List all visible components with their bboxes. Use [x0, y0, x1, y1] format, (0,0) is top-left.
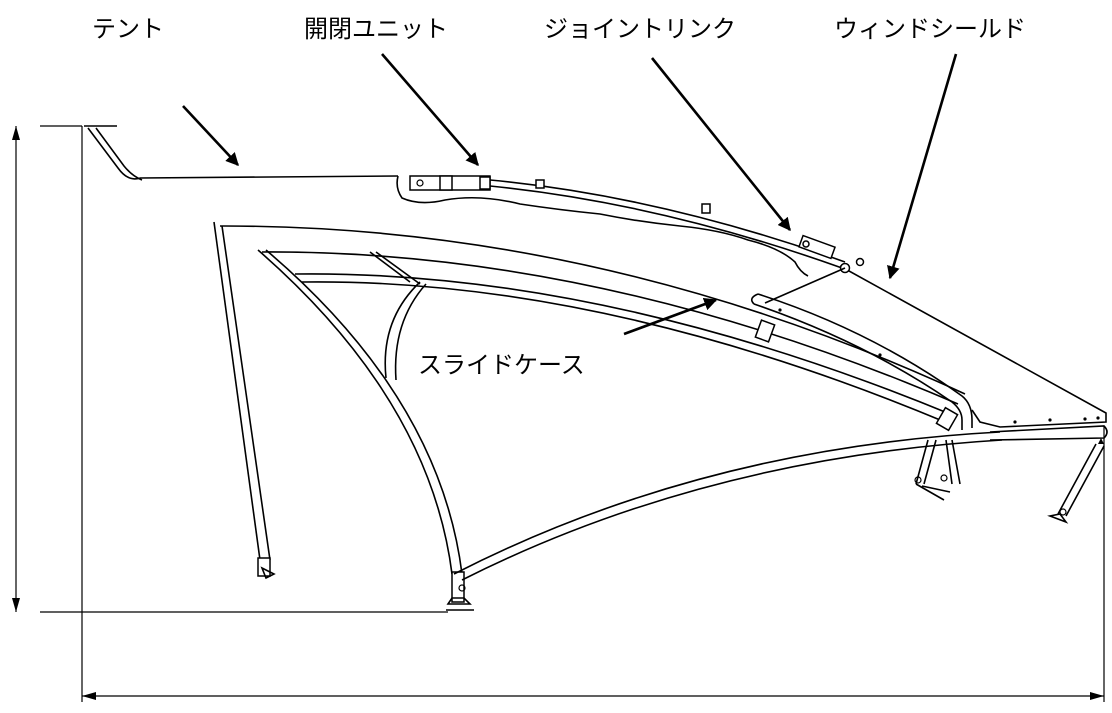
label-joint-link: ジョイントリンク: [544, 15, 736, 43]
label-tent: テント: [92, 15, 164, 43]
lower-arch: [453, 425, 1108, 581]
windshield-arrow: [887, 53, 958, 280]
main-arch: [219, 225, 966, 423]
front-arc-leg: [257, 249, 474, 611]
tent-panel: [84, 125, 809, 277]
opening-unit-arrow: [381, 53, 479, 166]
windshield-panel: [839, 265, 1107, 428]
right-supports: [914, 438, 1105, 524]
opening-unit: [409, 175, 711, 214]
height-dimension: [12, 125, 448, 613]
bracing: [369, 251, 427, 381]
callout-arrows: [182, 53, 958, 336]
rear-leg: [213, 221, 276, 580]
tent-arrow: [182, 105, 239, 166]
label-windshield: ウィンドシールド: [834, 15, 1026, 43]
label-slide-case: スライドケース: [418, 351, 585, 379]
joint-link: [764, 234, 865, 304]
slide-case-arrow: [623, 297, 718, 336]
width-dimension: [81, 126, 1105, 702]
label-opening-unit: 開閉ユニット: [304, 15, 448, 43]
joint-link-arrow: [650, 57, 792, 232]
slide-case: [750, 293, 973, 432]
